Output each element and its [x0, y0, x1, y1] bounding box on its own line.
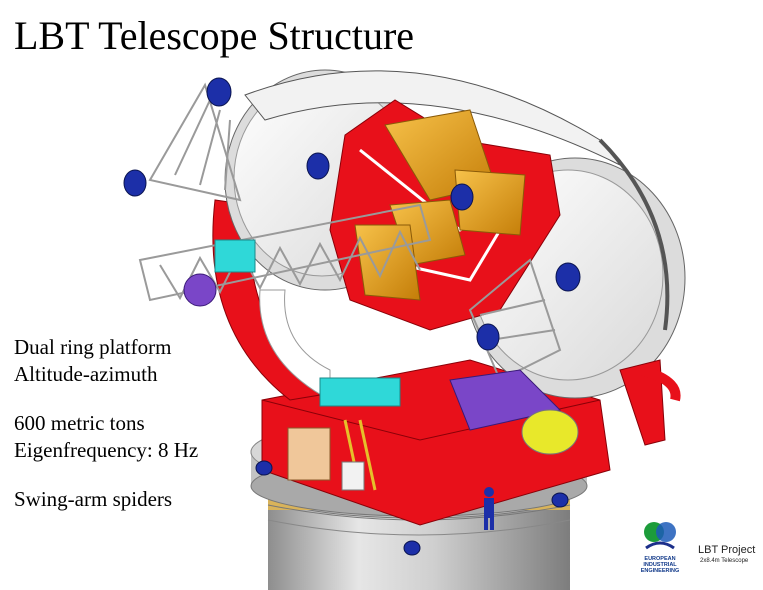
page-title: LBT Telescope Structure — [14, 13, 415, 58]
eie-logo — [644, 522, 676, 550]
lbt-project-title: LBT Project — [698, 544, 756, 556]
upper-frame — [244, 70, 670, 331]
eie-text: EUROPEAN INDUSTRIAL ENGINEERING — [640, 556, 680, 574]
logos: EUROPEAN INDUSTRIAL ENGINEERING LBT Proj… — [640, 518, 760, 588]
fact-alt-az: Altitude-azimuth — [14, 362, 158, 386]
facts-list: Dual ring platform Altitude-azimuth 600 … — [14, 334, 198, 513]
human-figure — [484, 487, 494, 530]
fact-spiders: Swing-arm spiders — [14, 487, 173, 511]
swing-arm-truss — [138, 82, 562, 382]
blue-caps — [123, 77, 581, 556]
fact-mass: 600 metric tons — [14, 411, 145, 435]
actuators — [183, 239, 681, 455]
fact-eigenfrequency: Eigenfrequency: 8 Hz — [14, 438, 199, 462]
lbt-project-subtitle: 2x8.4m Telescope — [700, 558, 749, 564]
fact-dual-ring: Dual ring platform — [14, 335, 172, 359]
